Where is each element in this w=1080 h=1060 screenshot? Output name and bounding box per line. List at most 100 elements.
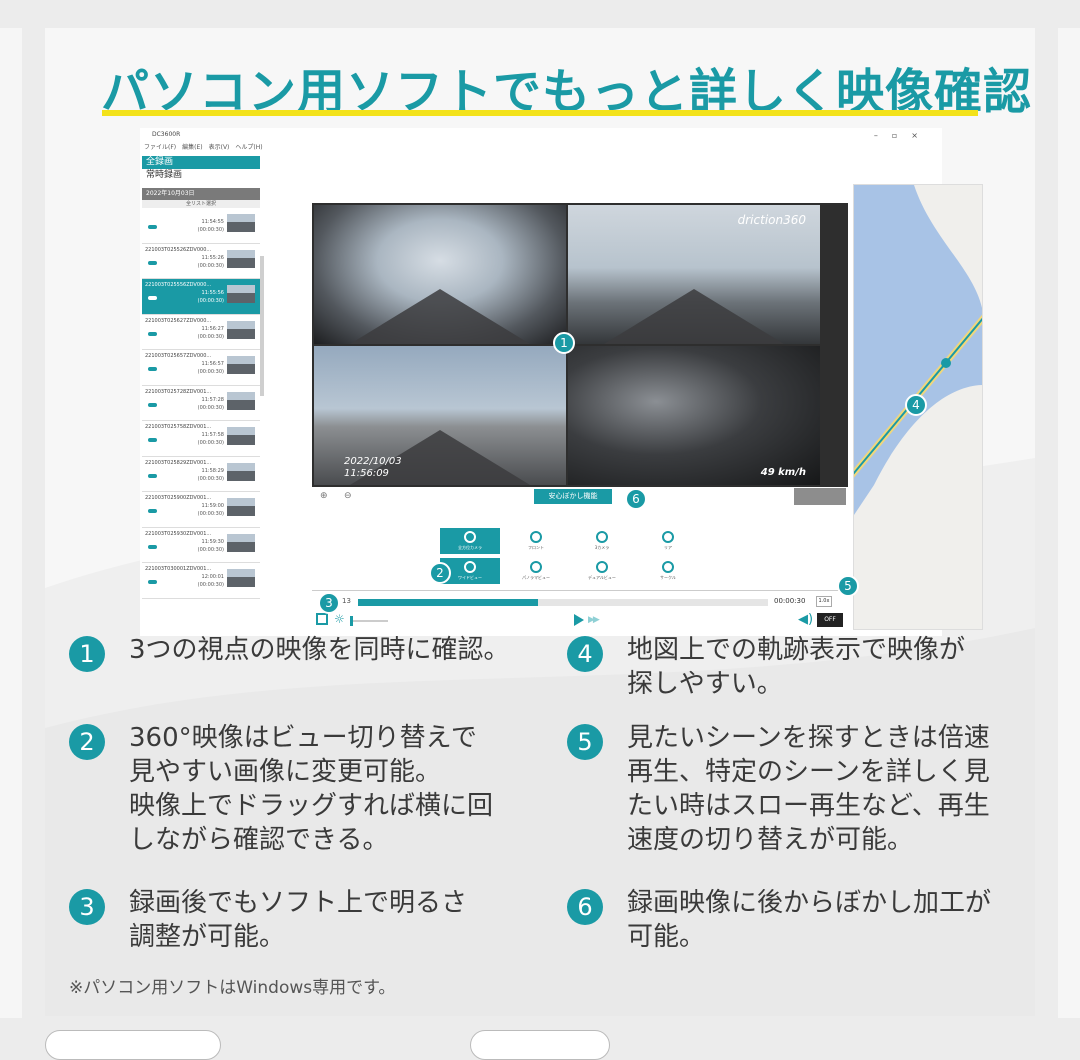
recording-name: 221003T025556ZDV000... — [145, 282, 212, 288]
recording-item[interactable]: 221003T030001ZDV001... 12:00:01 (00:00:30) — [142, 563, 260, 599]
feature-number: 4 — [567, 636, 603, 672]
blur-button[interactable]: 安心ぼかし機能 — [534, 489, 612, 504]
recording-item[interactable]: 221003T025556ZDV000...11:55:56(00:00:30) — [142, 279, 260, 315]
time-end: 00:00:30 — [774, 597, 806, 605]
feature-text: 見たいシーンを探すときは倍速 再生、特定のシーンを詳しく見 たい時はスロー再生な… — [627, 723, 990, 855]
recording-item[interactable]: 221003T025526ZDV000...11:55:26(00:00:30) — [142, 244, 260, 279]
recording-thumbnail — [227, 462, 255, 481]
brightness-knob[interactable] — [350, 616, 353, 626]
feature-text: 360°映像はビュー切り替えで 見やすい画像に変更可能。 映像上でドラッグすれば… — [129, 723, 494, 855]
fullscreen-icon[interactable] — [316, 613, 328, 625]
recording-item[interactable]: 221003T025728ZDV001...11:57:28(00:00:30) — [142, 386, 260, 421]
view-button[interactable]: 全方位カメラ — [440, 528, 500, 554]
marker-2: 2 — [429, 562, 451, 584]
recording-time: 11:57:58 — [201, 432, 224, 438]
view-button[interactable]: フロント — [506, 528, 566, 554]
view-button[interactable]: リア — [638, 528, 698, 554]
recording-item[interactable]: 221003T025829ZDV001...11:58:29(00:00:30) — [142, 457, 260, 492]
zoom-in-icon[interactable]: ⊕ — [320, 491, 328, 501]
recording-name: 221003T025900ZDV001... — [145, 495, 212, 501]
recording-duration: (00:00:30) — [197, 546, 224, 553]
fast-forward-icon[interactable]: ▶▶ — [588, 615, 600, 625]
camera-view-wide[interactable]: driction360 — [568, 205, 820, 344]
recording-item[interactable]: 221003T025627ZDV000...11:56:27(00:00:30) — [142, 315, 260, 350]
map-panel[interactable] — [853, 184, 983, 630]
recording-item[interactable]: 221003T025657ZDV000...11:56:57(00:00:30) — [142, 350, 260, 386]
view-button-label: 3カメラ — [594, 545, 610, 550]
view-button-label: フロント — [528, 545, 544, 550]
recording-name: 221003T025829ZDV001... — [145, 459, 212, 466]
recording-name: 221003T025758ZDV001... — [145, 424, 212, 430]
recording-time: 12:00:01 — [201, 574, 224, 580]
camera-view-icon — [464, 531, 476, 543]
date-header: 2022年10月03日 — [142, 188, 260, 200]
view-button[interactable]: 3カメラ — [572, 528, 632, 554]
recording-name: 221003T025657ZDV000... — [145, 353, 212, 359]
camera-view-icon — [596, 531, 608, 543]
view-button[interactable]: デュアルビュー — [572, 558, 632, 584]
brand-overlay: driction360 — [737, 213, 806, 227]
marker-1: 1 — [553, 332, 575, 354]
zoom-out-icon[interactable]: ⊖ — [344, 491, 352, 501]
adjacent-card-left — [0, 28, 22, 1018]
playback-bar: 13 00:00:30 1.0x ☼ ▶▶ ◀) OFF — [312, 590, 848, 630]
seek-track[interactable] — [358, 599, 768, 606]
recording-thumbnail — [227, 533, 255, 552]
select-all-button[interactable]: 全リスト選択 — [142, 200, 260, 208]
feature-number: 2 — [69, 724, 105, 760]
recording-time: 11:55:26 — [201, 254, 224, 261]
car-icon — [148, 438, 157, 442]
category-continuous[interactable]: 常時録画 — [146, 170, 183, 180]
recording-duration: (00:00:30) — [197, 511, 224, 517]
car-icon — [148, 296, 157, 300]
recording-thumbnail — [227, 320, 255, 339]
view-button-label: ワイドビュー — [458, 575, 482, 580]
recording-item[interactable]: 221003T025900ZDV001... 11:59:00 (00:00:30) — [142, 492, 260, 528]
car-icon — [148, 580, 157, 584]
recording-list: 全録画 常時録画 2022年10月03日 全リスト選択 11:54:55(00:… — [142, 156, 260, 634]
car-icon — [148, 367, 157, 371]
recording-item[interactable]: 221003T025930ZDV001...11:59:30(00:00:30) — [142, 528, 260, 563]
feature-text: 録画映像に後からぼかし加工が 可能。 — [627, 888, 992, 952]
view-button-label: デュアルビュー — [588, 575, 616, 580]
window-controls[interactable]: –▫× — [873, 131, 932, 140]
list-scrollbar[interactable] — [260, 256, 264, 396]
recording-item[interactable]: 11:54:55(00:00:30) — [142, 208, 260, 244]
view-button-label: パノラマビュー — [522, 575, 550, 580]
menu-bar[interactable]: ファイル(F) 編集(E) 表示(V) ヘルプ(H) — [144, 144, 263, 151]
car-icon — [148, 331, 157, 336]
audio-off-button[interactable]: OFF — [817, 613, 843, 627]
feature-text: 録画後でもソフト上で明るさ 調整が可能。 — [129, 888, 468, 952]
camera-view-interior[interactable]: 49 km/h — [568, 346, 820, 485]
recording-item[interactable]: 221003T025758ZDV001... 11:57:58 (00:00:30) — [142, 421, 260, 457]
recording-time: 11:59:00 — [201, 503, 224, 509]
feature-number: 5 — [567, 724, 603, 760]
view-button[interactable]: サークル — [638, 558, 698, 584]
view-button[interactable]: パノラマビュー — [506, 558, 566, 584]
recording-time: 11:54:55 — [201, 219, 224, 225]
seek-progress — [358, 599, 539, 606]
marker-6: 6 — [625, 488, 647, 510]
volume-icon[interactable]: ◀) — [798, 612, 814, 627]
recording-name: 221003T025526ZDV000... — [145, 246, 212, 253]
bottom-button-right[interactable] — [470, 1030, 610, 1060]
car-icon — [148, 473, 157, 478]
recording-time: 11:55:56 — [201, 290, 224, 296]
brightness-slider[interactable] — [350, 620, 388, 622]
recording-duration: (00:00:30) — [197, 582, 224, 588]
playback-speed-button[interactable]: 1.0x — [816, 596, 832, 607]
category-all[interactable]: 全録画 — [142, 156, 260, 169]
camera-view-front[interactable] — [314, 205, 566, 344]
bottom-button-left[interactable] — [45, 1030, 221, 1060]
recording-name: 221003T030001ZDV001... — [145, 566, 212, 572]
car-icon — [148, 402, 157, 407]
title-underline — [102, 110, 978, 116]
recording-duration: (00:00:30) — [197, 440, 224, 446]
play-icon[interactable] — [574, 614, 584, 626]
recording-thumbnail — [227, 569, 255, 587]
camera-view-icon — [596, 561, 608, 573]
recording-duration: (00:00:30) — [197, 369, 224, 375]
snapshot-button[interactable] — [794, 488, 846, 505]
